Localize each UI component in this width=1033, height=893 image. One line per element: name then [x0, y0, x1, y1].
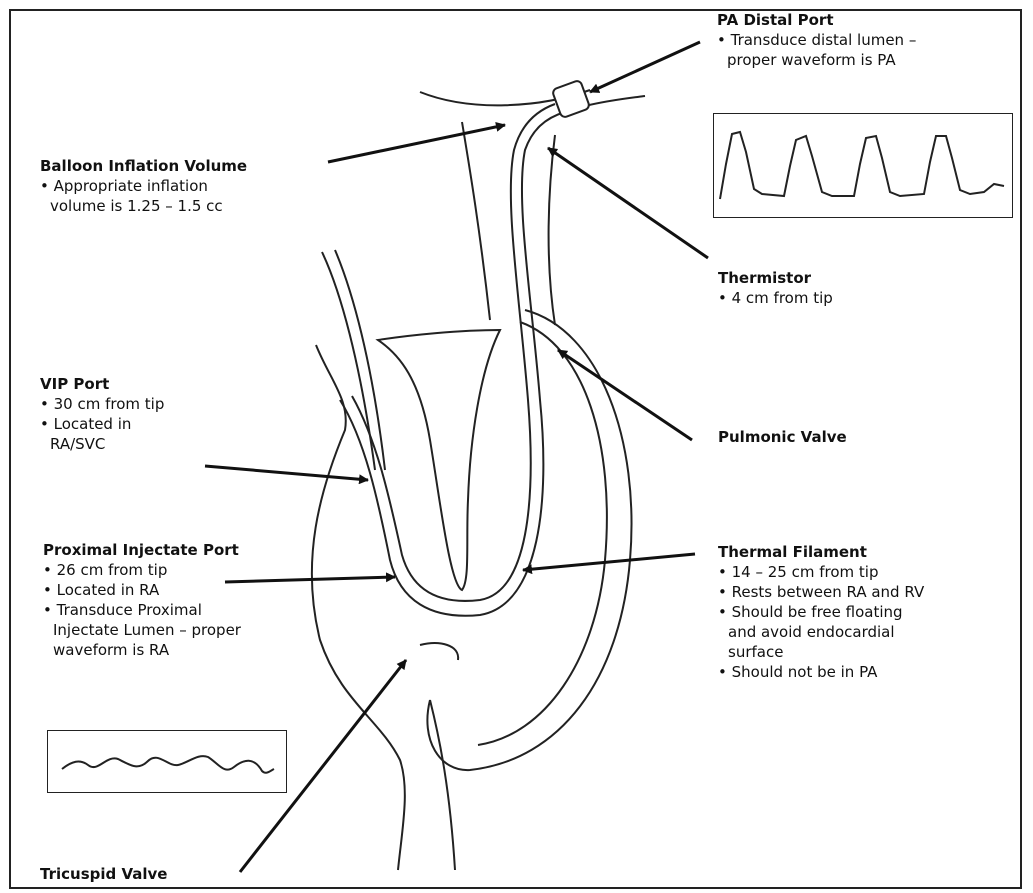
pulmonary-artery-left-wall	[462, 122, 490, 320]
proximal-injectate-line-1: • 26 cm from tip	[43, 560, 241, 580]
arrow-pa-distal-port	[590, 42, 700, 92]
proximal-injectate-title: Proximal Injectate Port	[43, 540, 241, 560]
label-tricuspid-valve: Tricuspid Valve	[40, 864, 167, 884]
thermal-filament-line-2: • Rests between RA and RV	[718, 582, 924, 602]
right-ventricle-inner-wall	[478, 322, 607, 745]
thermal-filament-line-4: and avoid endocardial	[718, 622, 924, 642]
thermal-filament-title: Thermal Filament	[718, 542, 924, 562]
pa-waveform	[714, 114, 1010, 215]
vip-port-line-1: • 30 cm from tip	[40, 394, 164, 414]
label-pa-distal-port: PA Distal Port • Transduce distal lumen …	[717, 10, 916, 70]
thermal-filament-line-1: • 14 – 25 cm from tip	[718, 562, 924, 582]
label-pulmonic-valve: Pulmonic Valve	[718, 427, 847, 447]
thermal-filament-line-5: surface	[718, 642, 924, 662]
pa-distal-port-title: PA Distal Port	[717, 10, 916, 30]
label-thermistor: Thermistor • 4 cm from tip	[718, 268, 833, 308]
ivc-wall	[430, 700, 455, 870]
arrow-proximal-injectate	[225, 577, 395, 582]
aortic-arch-right	[585, 96, 645, 106]
proximal-injectate-line-3: • Transduce Proximal	[43, 600, 241, 620]
proximal-injectate-line-4: Injectate Lumen – proper	[43, 620, 241, 640]
vip-port-title: VIP Port	[40, 374, 164, 394]
pulmonic-valve-title: Pulmonic Valve	[718, 427, 847, 447]
thermistor-title: Thermistor	[718, 268, 833, 288]
label-thermal-filament: Thermal Filament • 14 – 25 cm from tip •…	[718, 542, 924, 682]
proximal-injectate-line-2: • Located in RA	[43, 580, 241, 600]
proximal-injectate-line-5: waveform is RA	[43, 640, 241, 660]
pa-distal-port-line-2: proper waveform is PA	[717, 50, 916, 70]
arrow-thermistor	[548, 148, 708, 258]
septum	[378, 330, 500, 590]
label-vip-port: VIP Port • 30 cm from tip • Located in R…	[40, 374, 164, 454]
vip-port-line-3: RA/SVC	[40, 434, 164, 454]
tricuspid-valve-shape	[420, 643, 458, 660]
catheter-outer	[340, 112, 565, 616]
pa-waveform-box	[713, 113, 1013, 218]
right-atrium-wall	[312, 345, 405, 870]
ra-waveform	[48, 731, 284, 790]
balloon-inflation-line-1: • Appropriate inflation	[40, 176, 247, 196]
label-proximal-injectate-port: Proximal Injectate Port • 26 cm from tip…	[43, 540, 241, 660]
balloon-inflation-title: Balloon Inflation Volume	[40, 156, 247, 176]
ra-waveform-box	[47, 730, 287, 793]
tricuspid-valve-title: Tricuspid Valve	[40, 864, 167, 884]
pa-distal-port-line-1: • Transduce distal lumen –	[717, 30, 916, 50]
balloon-tip	[552, 80, 590, 118]
arrow-thermal-filament	[523, 554, 695, 570]
balloon-inflation-line-2: volume is 1.25 – 1.5 cc	[40, 196, 247, 216]
arrow-balloon-inflation	[328, 125, 505, 162]
pulmonary-artery-right-wall	[549, 135, 555, 325]
label-balloon-inflation-volume: Balloon Inflation Volume • Appropriate i…	[40, 156, 247, 216]
arrow-vip-port	[205, 466, 368, 480]
vip-port-line-2: • Located in	[40, 414, 164, 434]
thermal-filament-line-3: • Should be free floating	[718, 602, 924, 622]
thermistor-line-1: • 4 cm from tip	[718, 288, 833, 308]
thermal-filament-line-6: • Should not be in PA	[718, 662, 924, 682]
arrow-pulmonic-valve	[558, 350, 692, 440]
